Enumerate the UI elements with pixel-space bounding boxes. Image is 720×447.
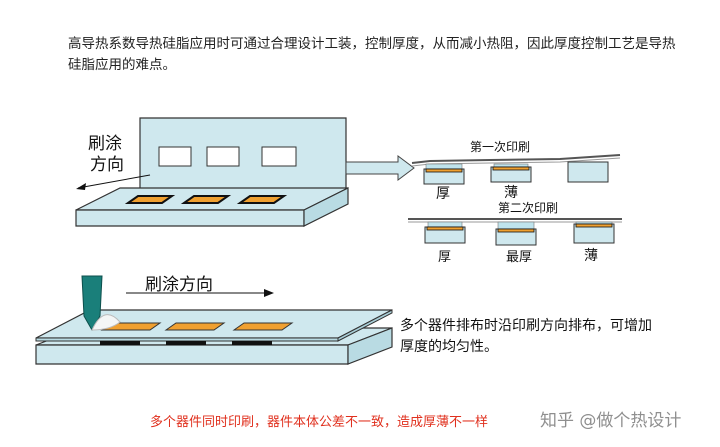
stencil-opening-2: [164, 322, 226, 331]
caption: 多个器件同时印刷，器件本体公差不一致，造成厚薄不一样: [150, 415, 489, 430]
top-direction-label-line1: 刷涂: [88, 134, 122, 154]
arrow-head-right-icon: [264, 289, 274, 297]
second-print-title: 第二次印刷: [498, 201, 559, 215]
paste-thick-1: [425, 163, 463, 170]
top-stencil-assembly: [75, 117, 349, 227]
stencil-window-2: [206, 146, 240, 167]
stencil-opening-3: [232, 322, 294, 331]
second-print-label-thick: 厚: [438, 250, 452, 265]
arrow-head-icon: [76, 183, 86, 190]
lower-board-front: [35, 344, 349, 365]
watermark: 知乎 @做个热设计: [540, 411, 682, 431]
component-block-3: [567, 161, 609, 183]
board-side-face: [303, 187, 349, 227]
second-print-label-thin: 薄: [584, 248, 598, 264]
stencil-line-1: [411, 154, 621, 164]
board-front-face: [75, 209, 305, 227]
second-print-detail: [408, 218, 622, 246]
stencil-window-1: [158, 146, 192, 167]
first-print-label-thin: 薄: [504, 185, 518, 201]
brush-direction-arrow: [77, 174, 151, 189]
component-pad-1: [124, 195, 176, 204]
stencil-window-3: [261, 146, 297, 167]
component-pad-2: [180, 195, 232, 204]
intro-paragraph: 高导热系数导热硅脂应用时可通过合理设计工装，控制厚度，从而减小热阻，因此厚度控制…: [68, 36, 676, 73]
component-pad-3: [236, 195, 288, 204]
first-print-title: 第一次印刷: [470, 140, 531, 154]
second-print-label-thickest: 最厚: [506, 250, 533, 265]
arrangement-note: 多个器件排布时沿印刷方向排布，可增加厚度的均匀性。: [400, 318, 652, 355]
first-print-label-thick: 厚: [436, 186, 450, 202]
bottom-direction-label: 刷涂方向: [145, 275, 213, 295]
first-print-detail: [411, 154, 621, 185]
top-direction-label-line2: 方向: [90, 155, 124, 175]
paste-bead: [91, 314, 121, 331]
connector-arrow: [345, 155, 415, 181]
bottom-print-assembly: [35, 275, 393, 365]
